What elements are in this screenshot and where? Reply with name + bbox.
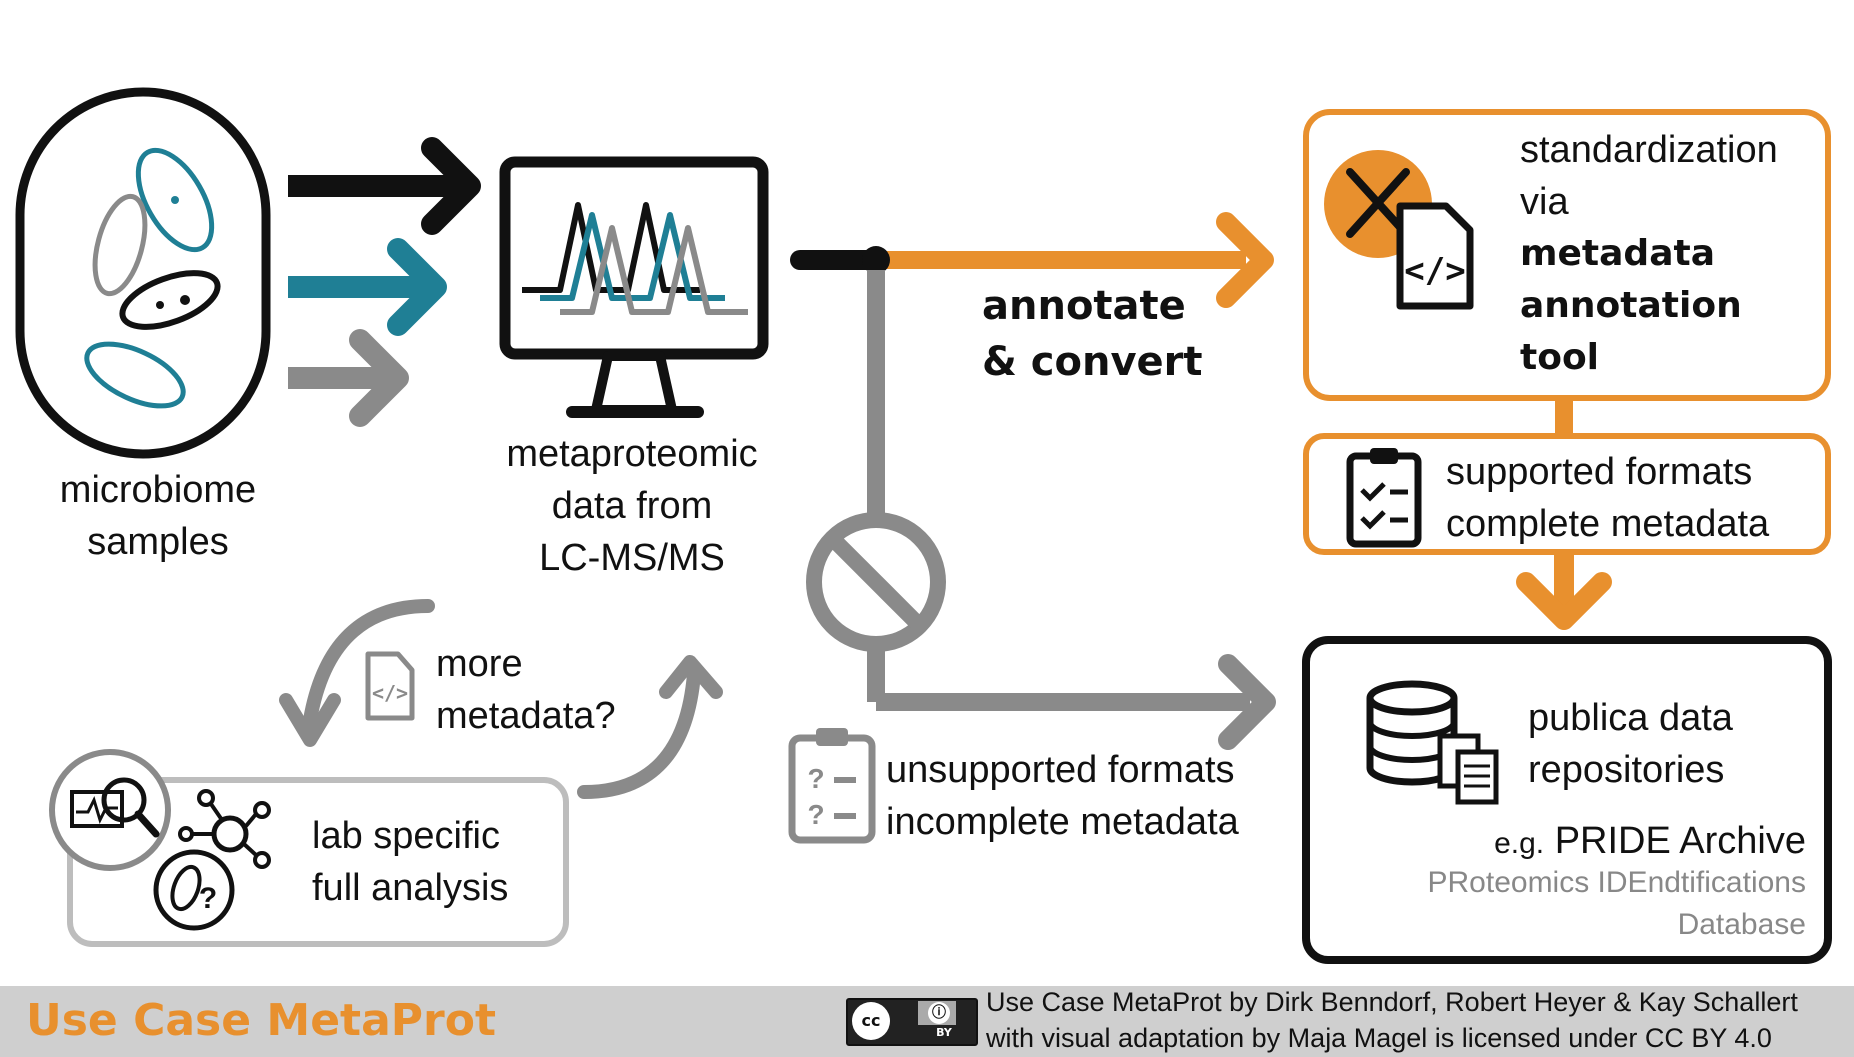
cc-by-license-badge[interactable]: cc ⓘ BY (846, 998, 978, 1046)
microbiome-samples-icon (15, 87, 271, 459)
footer-title: Use Case MetaProt (26, 995, 496, 1046)
tool-label: standardization via metadata annotation … (1520, 129, 1778, 378)
prohibited-icon (806, 512, 946, 652)
monitor-icon (499, 156, 769, 418)
feedback-arrows: </> (279, 599, 723, 799)
repositories-label: publica data repositories (1528, 697, 1733, 791)
unsupported-formats-label: unsupported formats incomplete metadata (886, 749, 1239, 843)
sample-arrows (288, 137, 481, 427)
svg-text:?: ? (199, 882, 217, 915)
svg-text:</>: </> (1404, 251, 1465, 291)
microbiome-samples-label: microbiome samples (59, 469, 257, 563)
annotation-tool-box: </> (1303, 109, 1831, 401)
more-metadata-label: more metadata? (436, 643, 616, 737)
svg-text:</>: </> (372, 681, 408, 705)
attribution-person-icon: ⓘ (928, 1002, 950, 1024)
supported-formats-label: supported formats complete metadata (1446, 451, 1770, 545)
lab-analysis-box: ? (49, 749, 569, 947)
workflow-diagram: </> ? ? (15, 87, 1832, 964)
by-label: BY (936, 1026, 952, 1039)
repositories-box (1302, 636, 1832, 964)
cc-icon: cc (852, 1002, 890, 1040)
lab-analysis-label: lab specific full analysis (312, 815, 509, 909)
annotate-convert-label: annotate & convert (982, 283, 1203, 385)
license-credit: Use Case MetaProt by Dirk Benndorf, Robe… (986, 987, 1798, 1053)
pride-full-name: PRoteomics IDEndtifications Database (1427, 866, 1807, 941)
ms-data-label: metaproteomic data from LC-MS/MS (506, 433, 758, 579)
svg-text:?: ? (807, 763, 824, 794)
unsupported-clipboard-icon: ? ? (788, 728, 876, 844)
svg-text:?: ? (807, 799, 824, 830)
orange-down-arrow (1516, 552, 1612, 630)
chromatogram-grey (560, 225, 748, 315)
pride-archive-label: e.g. PRIDE Archive (1494, 820, 1806, 862)
